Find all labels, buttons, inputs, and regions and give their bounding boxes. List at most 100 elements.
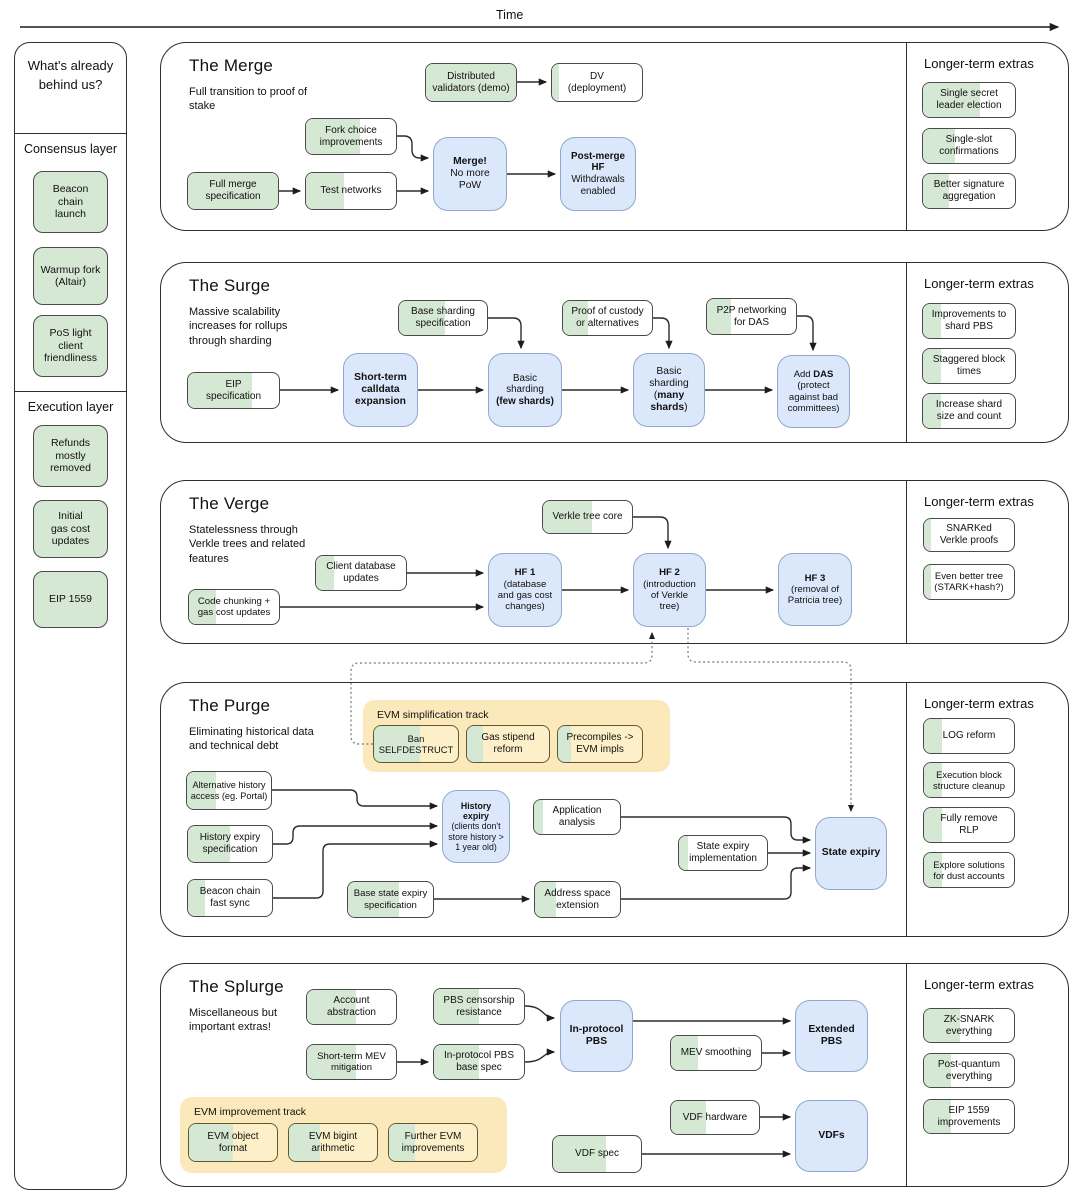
node-vdf-hardware: VDF hardware xyxy=(670,1100,760,1135)
extras-divider-splurge xyxy=(906,964,907,1186)
extras-divider-purge xyxy=(906,683,907,936)
progress-fill xyxy=(188,880,205,916)
sidebar-group-label-0: Consensus layer xyxy=(23,142,118,156)
node-mev-smoothing: MEV smoothing xyxy=(670,1035,762,1071)
sidebar-divider xyxy=(15,133,126,134)
node-label: State expiry xyxy=(821,847,881,859)
progress-fill xyxy=(924,565,932,599)
progress-fill xyxy=(923,304,942,338)
progress-fill xyxy=(671,1101,707,1134)
sidebar-title: What's already behind us? xyxy=(27,58,114,92)
progress-fill xyxy=(188,826,230,862)
section-title-purge: The Purge xyxy=(189,696,271,715)
section-title-surge: The Surge xyxy=(189,276,271,295)
time-axis-label: Time xyxy=(496,8,524,22)
progress-fill xyxy=(923,174,949,208)
progress-fill xyxy=(923,394,942,428)
section-subtitle-splurge: Miscellaneous but important extras! xyxy=(189,1007,278,1034)
extras-divider-verge xyxy=(906,481,907,643)
progress-fill xyxy=(707,299,732,334)
evm-improvement-track-label: EVM improvement track xyxy=(194,1106,307,1118)
node-vdfs: VDFs xyxy=(795,1100,868,1172)
section-subtitle-purge: Eliminating historical data and technica… xyxy=(189,726,314,753)
section-subtitle-merge: Full transition to proof of stake xyxy=(189,86,308,113)
progress-fill xyxy=(426,64,516,101)
progress-fill xyxy=(671,1036,698,1070)
extras-divider-surge xyxy=(906,263,907,442)
progress-fill xyxy=(563,301,588,335)
extras-label-purge: Longer-term extras xyxy=(924,696,1034,711)
sidebar-item-label: Warmup fork(Altair) xyxy=(40,263,101,288)
section-subtitle-verge: Statelessness through Verkle trees and r… xyxy=(189,524,306,565)
node-label: MEV smoothing xyxy=(680,1047,752,1059)
progress-fill xyxy=(434,1045,479,1079)
extras-label-merge: Longer-term extras xyxy=(924,56,1034,71)
progress-fill xyxy=(187,772,217,809)
section-title-splurge: The Splurge xyxy=(189,977,284,996)
node-state-expiry: State expiry xyxy=(815,817,887,890)
evm-simplification-track-label: EVM simplification track xyxy=(377,709,489,721)
progress-fill xyxy=(924,808,942,842)
node-label: Even better tree(STARK+hash?) xyxy=(934,570,1004,593)
node-label: Code chunking +gas cost updates xyxy=(197,595,271,618)
node-label: VDF hardware xyxy=(682,1111,748,1123)
progress-fill xyxy=(316,556,334,590)
node-vdf-spec: VDF spec xyxy=(552,1135,642,1173)
node-test-networks: Test networks xyxy=(305,172,397,210)
progress-fill xyxy=(188,173,278,209)
sidebar-item-0-1: Warmup fork(Altair) xyxy=(33,247,108,305)
progress-fill xyxy=(434,989,479,1024)
